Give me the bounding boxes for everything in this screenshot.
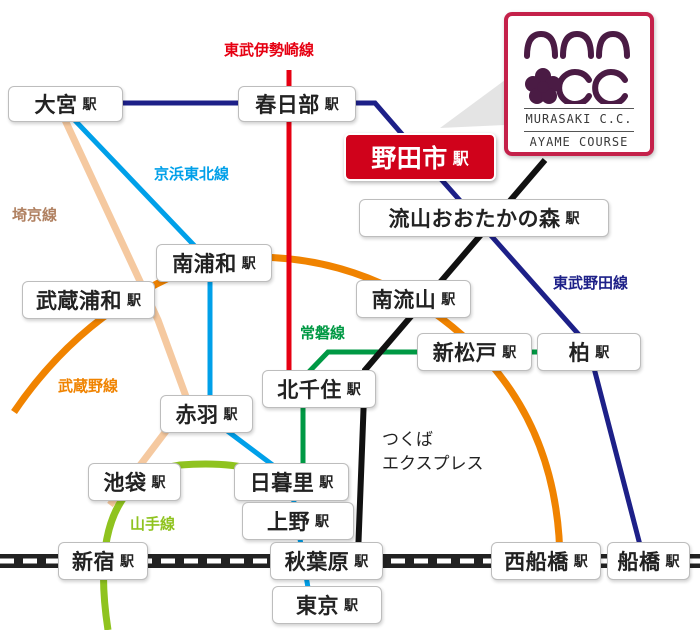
station-funabashi[interactable]: 船橋駅 (607, 542, 690, 580)
label-tobu-noda: 東武野田線 (553, 274, 629, 292)
label-tsukuba-express-line2: エクスプレス (382, 454, 484, 474)
station-suffix: 駅 (346, 382, 361, 398)
station-name: 新宿 (72, 550, 115, 574)
station-kasukabe[interactable]: 春日部駅 (238, 86, 356, 122)
station-name: 南浦和 (172, 252, 237, 276)
logo-rule-middle (524, 131, 634, 132)
station-suffix: 駅 (319, 475, 334, 491)
line-saikyo (61, 118, 192, 508)
station-shinjuku[interactable]: 新宿駅 (58, 542, 148, 580)
station-suffix: 駅 (565, 211, 580, 227)
station-nodashi[interactable]: 野田市駅 (344, 133, 496, 181)
label-tobu-isesaki: 東武伊勢崎線 (224, 41, 315, 59)
flower-cc-mark-icon (524, 30, 630, 104)
station-suffix: 駅 (441, 292, 456, 308)
station-name: 新松戸 (432, 341, 498, 365)
station-suffix: 駅 (127, 293, 141, 309)
station-suffix: 駅 (595, 345, 610, 361)
station-minami-nagareyama[interactable]: 南流山駅 (356, 280, 471, 318)
station-suffix: 駅 (573, 554, 588, 570)
station-suffix: 駅 (241, 256, 256, 272)
station-suffix: 駅 (324, 97, 339, 113)
station-ueno[interactable]: 上野駅 (242, 502, 354, 540)
station-name: 柏 (568, 341, 591, 365)
station-suffix: 駅 (82, 97, 97, 113)
station-suffix: 駅 (665, 554, 680, 570)
station-nippori[interactable]: 日暮里駅 (234, 463, 349, 501)
station-suffix: 駅 (502, 345, 517, 361)
station-name: 船橋 (617, 550, 661, 574)
station-name: 春日部 (255, 93, 320, 117)
station-name: 東京 (296, 594, 339, 618)
label-tsukuba-express-line1: つくば (382, 430, 433, 450)
station-suffix: 駅 (344, 598, 358, 614)
station-name: 上野 (267, 510, 310, 534)
station-name: 北千住 (277, 378, 342, 402)
station-musashi-urawa[interactable]: 武蔵浦和駅 (22, 281, 155, 319)
station-kashiwa[interactable]: 柏駅 (537, 333, 641, 371)
station-name: 西船橋 (504, 550, 569, 574)
station-name: 秋葉原 (284, 550, 350, 574)
station-name: 大宮 (34, 93, 78, 117)
station-kita-senju[interactable]: 北千住駅 (262, 370, 376, 408)
logo-line2: AYAME COURSE (529, 135, 629, 149)
station-nagareyama-otakanomori[interactable]: 流山おおたかの森駅 (359, 199, 609, 237)
label-yamanote: 山手線 (130, 515, 176, 533)
station-ikebukuro[interactable]: 池袋駅 (88, 463, 181, 501)
station-suffix: 駅 (452, 149, 469, 168)
station-suffix: 駅 (354, 554, 369, 570)
label-keihin-tohoku: 京浜東北線 (154, 165, 230, 183)
station-minami-urawa[interactable]: 南浦和駅 (156, 244, 272, 282)
label-saikyo: 埼京線 (12, 206, 58, 224)
label-musashino: 武蔵野線 (58, 377, 119, 395)
station-name: 流山おおたかの森 (388, 207, 561, 231)
logo-line1: MURASAKI C.C. (525, 112, 633, 126)
station-name: 池袋 (103, 471, 147, 495)
station-suffix: 駅 (120, 554, 134, 570)
station-name: 南流山 (371, 288, 437, 312)
station-suffix: 駅 (315, 514, 329, 530)
logo-rule-top (524, 108, 634, 109)
station-suffix: 駅 (151, 475, 166, 491)
station-name: 武蔵浦和 (36, 289, 122, 313)
label-tsukuba-express: つくば エクスプレス (382, 428, 484, 476)
station-nishi-funabashi[interactable]: 西船橋駅 (491, 542, 601, 580)
golf-course-logo: MURASAKI C.C. AYAME COURSE (504, 12, 654, 156)
station-omiya[interactable]: 大宮駅 (8, 86, 123, 122)
station-akabane[interactable]: 赤羽駅 (160, 395, 253, 433)
label-joban: 常磐線 (300, 324, 346, 342)
station-suffix: 駅 (223, 407, 238, 423)
station-name: 日暮里 (249, 471, 315, 495)
station-name: 赤羽 (175, 403, 219, 427)
station-akihabara[interactable]: 秋葉原駅 (270, 542, 383, 580)
station-shin-matsudo[interactable]: 新松戸駅 (417, 333, 532, 371)
station-tokyo[interactable]: 東京駅 (272, 586, 382, 624)
logo-callout (440, 80, 505, 128)
station-name: 野田市 (371, 144, 448, 173)
